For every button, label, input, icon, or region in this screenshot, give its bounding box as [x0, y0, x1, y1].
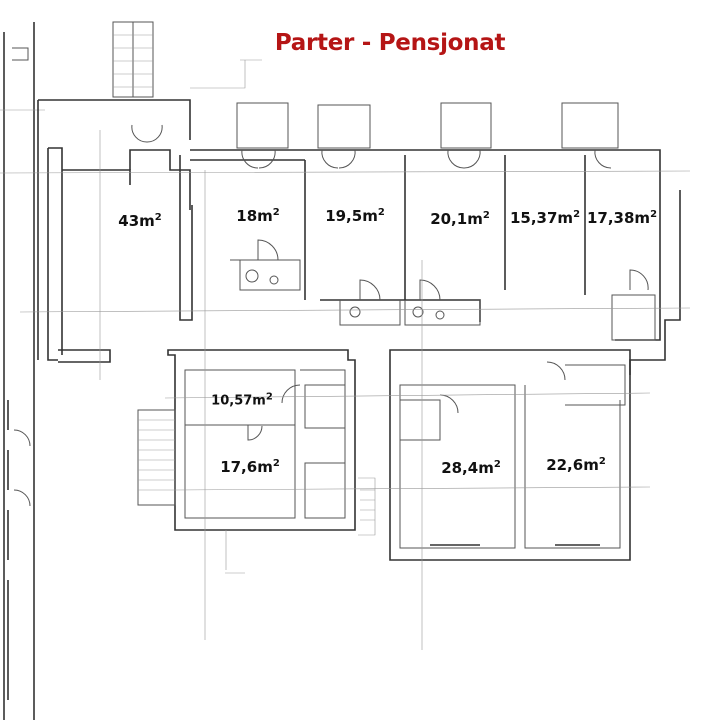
top-stairs: [112, 21, 154, 98]
room-area-label: 17,38m2: [586, 209, 658, 227]
room-area-label: 15,37m2: [509, 209, 581, 227]
room-area-label: 17,6m2: [220, 458, 280, 476]
dimension-lines: [0, 130, 691, 650]
lower-left-block-walls: [137, 349, 376, 574]
room-area-label: 19,5m2: [325, 207, 385, 225]
balconies: [190, 59, 619, 149]
lower-right-block-walls: [389, 349, 631, 561]
room-area-label: 43m2: [118, 212, 162, 230]
room-area-label: 28,4m2: [441, 459, 501, 477]
room-area-label: 20,1m2: [430, 210, 490, 228]
room-area-label: 10,57m2: [211, 391, 273, 409]
room-area-label: 22,6m2: [546, 456, 606, 474]
plan-title: Parter - Pensjonat: [274, 30, 506, 56]
upper-block-walls: [37, 99, 681, 375]
room-area-label: 18m2: [236, 207, 280, 225]
left-building-edge: [0, 22, 45, 720]
